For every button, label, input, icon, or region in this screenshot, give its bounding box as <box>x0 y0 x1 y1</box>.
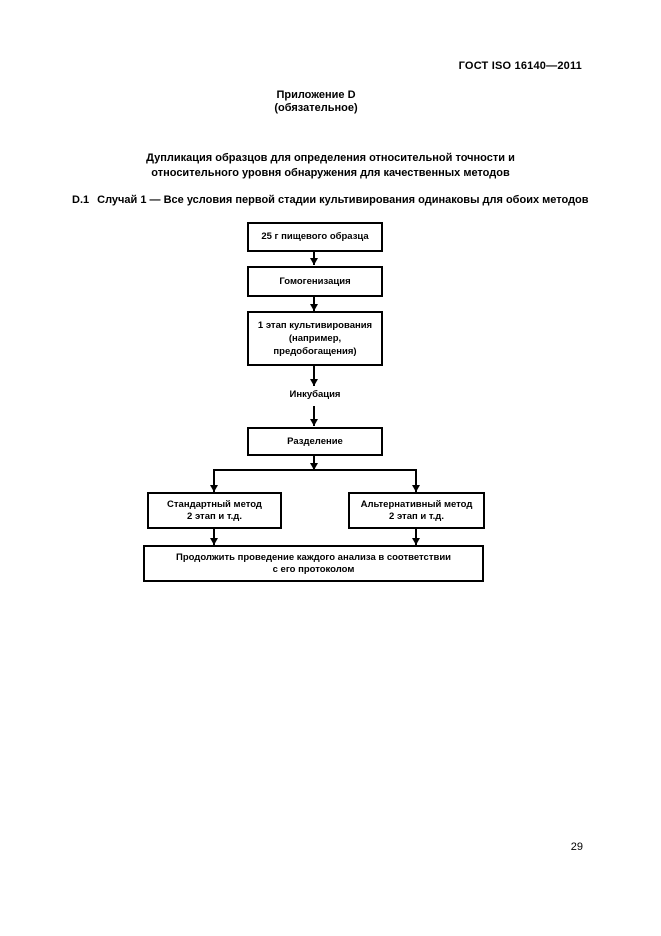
flow-box-homogenization: Гомогенизация <box>247 266 383 297</box>
flow-arrow-down <box>412 529 420 545</box>
flow-box-stage1: 1 этап культивирования (например, предоб… <box>247 311 383 366</box>
page-number: 29 <box>570 841 583 853</box>
appendix-qualifier: (обязательное) <box>274 101 358 114</box>
flow-arrow-down <box>210 471 218 492</box>
flow-arrow-down <box>310 297 318 311</box>
flow-arrow-down <box>310 251 318 265</box>
appendix-label: Приложение D <box>276 89 356 101</box>
flow-box-sample: 25 г пищевого образца <box>247 222 383 252</box>
document-title: Дупликация образцов для определения отно… <box>146 152 515 179</box>
section-number: D.1 <box>72 194 90 206</box>
flow-arrow-down <box>310 456 318 470</box>
appendix-heading: Приложение D (обязательное) <box>0 89 632 114</box>
flow-box-continue: Продолжить проведение каждого анализа в … <box>143 545 484 582</box>
flow-arrow-down <box>210 529 218 545</box>
flow-box-standard-method: Стандартный метод 2 этап и т.д. <box>147 492 282 529</box>
flow-arrow-down <box>412 471 420 492</box>
flow-split-line <box>213 469 417 471</box>
flow-box-alternative-method: Альтернативный метод 2 этап и т.д. <box>348 492 485 529</box>
standard-code: ГОСТ ISO 16140—2011 <box>458 60 582 72</box>
flow-arrow-down <box>310 366 318 386</box>
flow-label-incubation: Инкубация <box>289 389 341 400</box>
section-heading: D.1 Случай 1 — Все условия первой стадии … <box>72 194 589 206</box>
flow-arrow-down <box>310 406 318 426</box>
section-text: Случай 1 — Все условия первой стадии кул… <box>97 194 589 206</box>
flow-box-separation: Разделение <box>247 427 383 456</box>
